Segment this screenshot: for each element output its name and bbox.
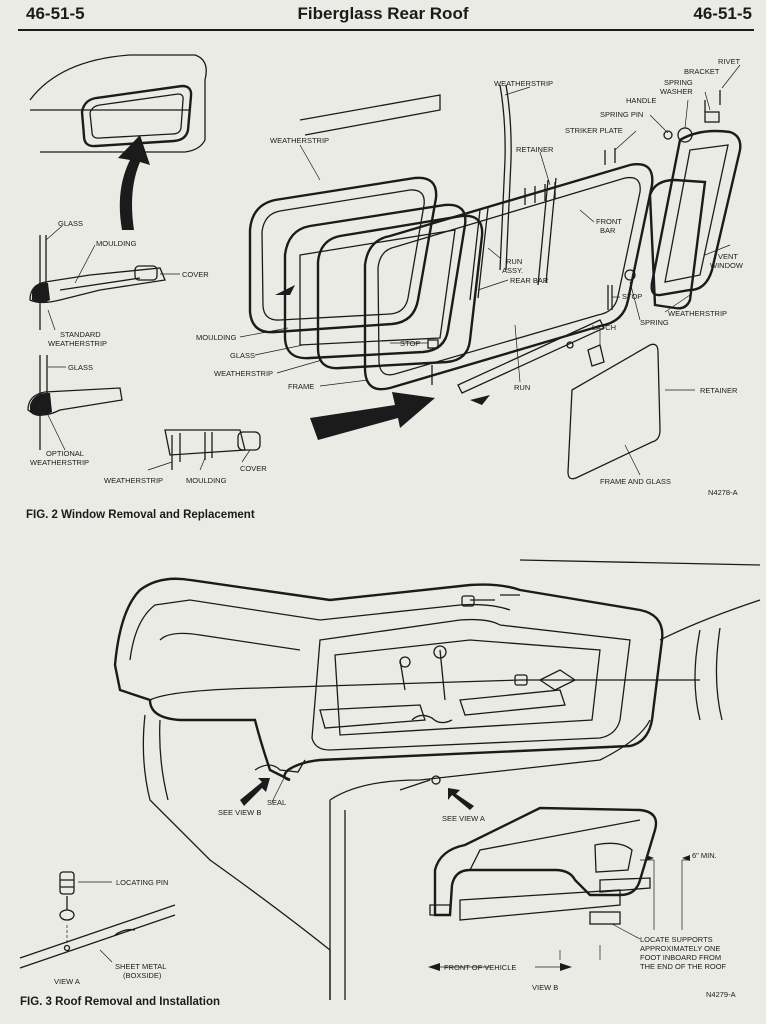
fig3-caption: FIG. 3 Roof Removal and Installation (20, 996, 220, 1008)
label-vent-window-1: VENT (718, 252, 738, 261)
label-moulding-left: MOULDING (96, 239, 137, 248)
label-stop-right: STOP (622, 292, 642, 301)
label-locate-2: APPROXIMATELY ONE (640, 944, 720, 953)
fiberglass-roof-drawing (113, 577, 664, 782)
moulding-cover-detail (164, 429, 261, 470)
page-header: 46-51-5 Fiberglass Rear Roof 46-51-5 (0, 0, 766, 30)
label-frame-and-glass: FRAME AND GLASS (600, 477, 671, 486)
fig3-leader-lines (78, 775, 641, 971)
exploded-window-assembly (248, 84, 654, 394)
fig2-code: N4278-A (708, 488, 738, 497)
label-retainer-right: RETAINER (700, 386, 738, 395)
label-run-assy-1: RUN (506, 257, 522, 266)
vehicle-box-drawing (142, 559, 761, 1000)
label-six-in-min: 6" MIN. (692, 851, 717, 860)
label-retainer-top: RETAINER (516, 145, 554, 154)
label-see-view-b: SEE VIEW B (218, 808, 261, 817)
label-run: RUN (514, 383, 530, 392)
label-weatherstrip-top: WEATHERSTRIP (494, 79, 553, 88)
label-spring-washer-2: WASHER (660, 87, 693, 96)
label-front-bar-1: FRONT (596, 217, 622, 226)
label-moulding-bottom: MOULDING (186, 476, 227, 485)
label-spring: SPRING (640, 318, 669, 327)
page-number-right: 46-51-5 (693, 4, 752, 23)
fig2-direction-arrows (275, 285, 490, 440)
label-see-view-a: SEE VIEW A (442, 814, 485, 823)
view-b-detail (429, 806, 690, 960)
label-locating-pin: LOCATING PIN (116, 878, 168, 887)
label-front-of-vehicle: FRONT OF VEHICLE (444, 963, 516, 972)
fig3-view-arrows (240, 778, 474, 810)
label-weatherstrip-center: WEATHERSTRIP (270, 136, 329, 145)
fig2-labels: GLASS MOULDING COVER STANDARD WEATHERSTR… (30, 57, 744, 497)
label-standard-ws-2: WEATHERSTRIP (48, 339, 107, 348)
label-glass-top: GLASS (58, 219, 83, 228)
label-front-bar-2: BAR (600, 226, 616, 235)
label-spring-pin: SPRING PIN (600, 110, 643, 119)
label-cover-bottom: COVER (240, 464, 267, 473)
label-weatherstrip-right: WEATHERSTRIP (668, 309, 727, 318)
fig3-labels: SEAL SEE VIEW B SEE VIEW A LOCATING PIN … (54, 798, 736, 999)
optional-weatherstrip-detail (27, 355, 123, 450)
label-rear-bar: REAR BAR (510, 276, 549, 285)
fig2-caption: FIG. 2 Window Removal and Replacement (26, 509, 255, 521)
page-number-left: 46-51-5 (26, 4, 85, 23)
label-glass-mid: GLASS (68, 363, 93, 372)
label-cover-left: COVER (182, 270, 209, 279)
label-optional-ws-1: OPTIONAL (46, 449, 84, 458)
label-seal: SEAL (267, 798, 286, 807)
label-weatherstrip-lower: WEATHERSTRIP (214, 369, 273, 378)
label-locate-1: LOCATE SUPPORTS (640, 935, 713, 944)
up-arrow (118, 135, 150, 230)
fig3-code: N4279-A (706, 990, 736, 999)
label-view-b: VIEW B (532, 983, 558, 992)
view-a-detail (19, 871, 176, 969)
fig2-leader-lines (45, 64, 741, 476)
label-latch: LATCH (592, 323, 616, 332)
frame-and-glass-panel (567, 343, 661, 480)
label-stop-center: STOP (400, 339, 420, 348)
label-moulding-center: MOULDING (196, 333, 237, 342)
label-locate-4: THE END OF THE ROOF (640, 962, 727, 971)
label-bracket: BRACKET (684, 67, 720, 76)
label-frame: FRAME (288, 382, 314, 391)
vent-window-assembly (648, 129, 742, 310)
label-sheet-metal-1: SHEET METAL (115, 962, 166, 971)
label-vent-window-2: WINDOW (710, 261, 744, 270)
label-weatherstrip-bottom: WEATHERSTRIP (104, 476, 163, 485)
label-striker-plate: STRIKER PLATE (565, 126, 623, 135)
label-locate-3: FOOT INBOARD FROM (640, 953, 721, 962)
label-sheet-metal-2: (BOXSIDE) (123, 971, 162, 980)
label-handle: HANDLE (626, 96, 656, 105)
label-run-assy-2: ASSY. (502, 266, 523, 275)
label-standard-ws-1: STANDARD (60, 330, 101, 339)
label-optional-ws-2: WEATHERSTRIP (30, 458, 89, 467)
label-glass-center: GLASS (230, 351, 255, 360)
header-rule (18, 29, 754, 31)
label-rivet: RIVET (718, 57, 741, 66)
label-spring-washer-1: SPRING (664, 78, 693, 87)
label-view-a: VIEW A (54, 977, 80, 986)
page-title: Fiberglass Rear Roof (297, 4, 469, 23)
fig2-roof-corner-sketch (29, 54, 207, 153)
